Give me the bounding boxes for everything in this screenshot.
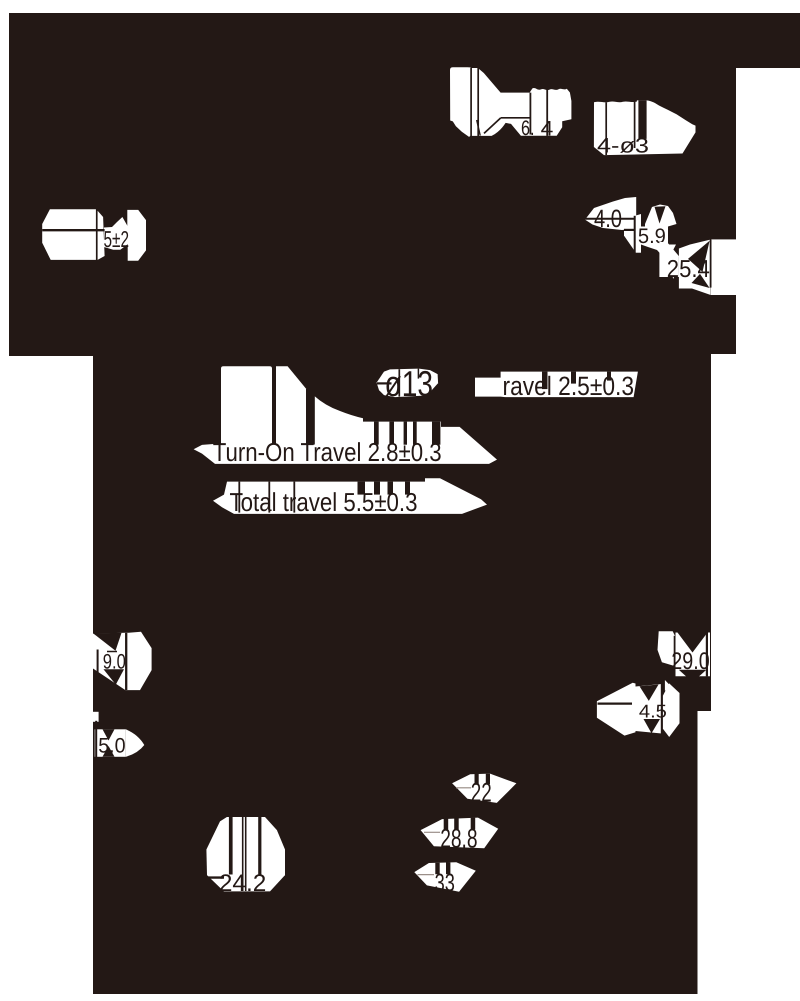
svg-text:Total travel 5.5±0.3: Total travel 5.5±0.3 bbox=[230, 487, 418, 517]
svg-text:Turn-On Travel 2.8±0.3: Turn-On Travel 2.8±0.3 bbox=[213, 437, 442, 467]
svg-text:33: 33 bbox=[435, 869, 455, 897]
svg-text:5.0: 5.0 bbox=[98, 734, 125, 757]
svg-text:25.4: 25.4 bbox=[667, 256, 710, 283]
svg-text:4.0: 4.0 bbox=[594, 205, 622, 233]
svg-text:ravel 2.5±0.3: ravel 2.5±0.3 bbox=[503, 371, 635, 401]
svg-text:28.8: 28.8 bbox=[440, 824, 477, 854]
svg-text:ø13: ø13 bbox=[385, 363, 434, 404]
svg-text:9.0: 9.0 bbox=[103, 651, 126, 674]
svg-text:4.5: 4.5 bbox=[639, 701, 667, 722]
svg-text:5±2: 5±2 bbox=[104, 226, 130, 252]
svg-text:4-ø3: 4-ø3 bbox=[597, 135, 649, 158]
svg-text:4: 4 bbox=[541, 118, 554, 141]
svg-text:24.2: 24.2 bbox=[219, 870, 266, 897]
svg-text:5.9: 5.9 bbox=[638, 225, 666, 248]
svg-text:6.: 6. bbox=[521, 117, 535, 140]
svg-text:29.0: 29.0 bbox=[671, 648, 709, 675]
svg-text:22: 22 bbox=[471, 778, 492, 808]
